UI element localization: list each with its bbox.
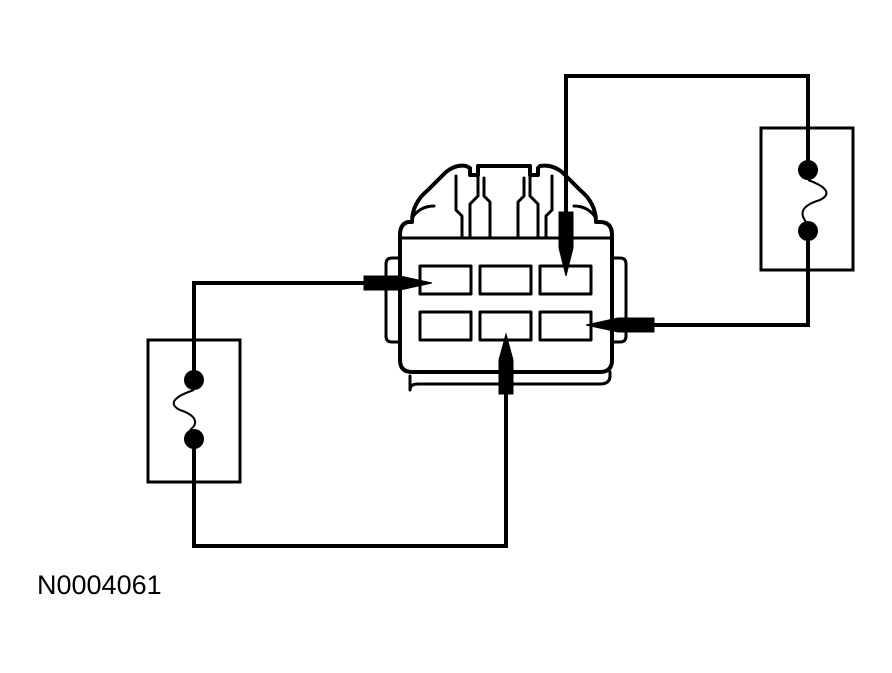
probe-arrows [363, 211, 655, 395]
connector-side-tab-right [610, 256, 628, 344]
wires [192, 74, 810, 548]
probe-arrow-cavity-6 [585, 317, 655, 333]
connector-housing [398, 163, 614, 374]
probe-arrow-cavity-1 [363, 275, 433, 291]
connector-corner-right [572, 204, 598, 220]
wire-fuse-right-to-cavity-3 [564, 74, 810, 222]
connector-corner-left [410, 204, 436, 220]
connector-guide-left [454, 174, 464, 240]
cavity-1 [418, 264, 473, 296]
wire-fuse-left-to-cavity-5 [192, 382, 508, 548]
wire-fuse-right-to-cavity-6 [644, 231, 810, 327]
connector-latch [468, 173, 540, 240]
connector-side-tab-left [384, 256, 402, 344]
connector-guide-right [544, 174, 554, 240]
cavity-6 [538, 310, 593, 342]
fuse-right-element [801, 179, 828, 223]
probe-arrow-cavity-5 [498, 332, 514, 395]
figure-reference-code: N0004061 [37, 570, 162, 600]
cavity-2 [478, 264, 533, 296]
probe-arrow-cavity-3 [558, 211, 574, 277]
cavity-4 [418, 310, 473, 342]
fuse-left-element [172, 389, 197, 431]
wire-fuse-left-to-cavity-1 [192, 281, 378, 380]
